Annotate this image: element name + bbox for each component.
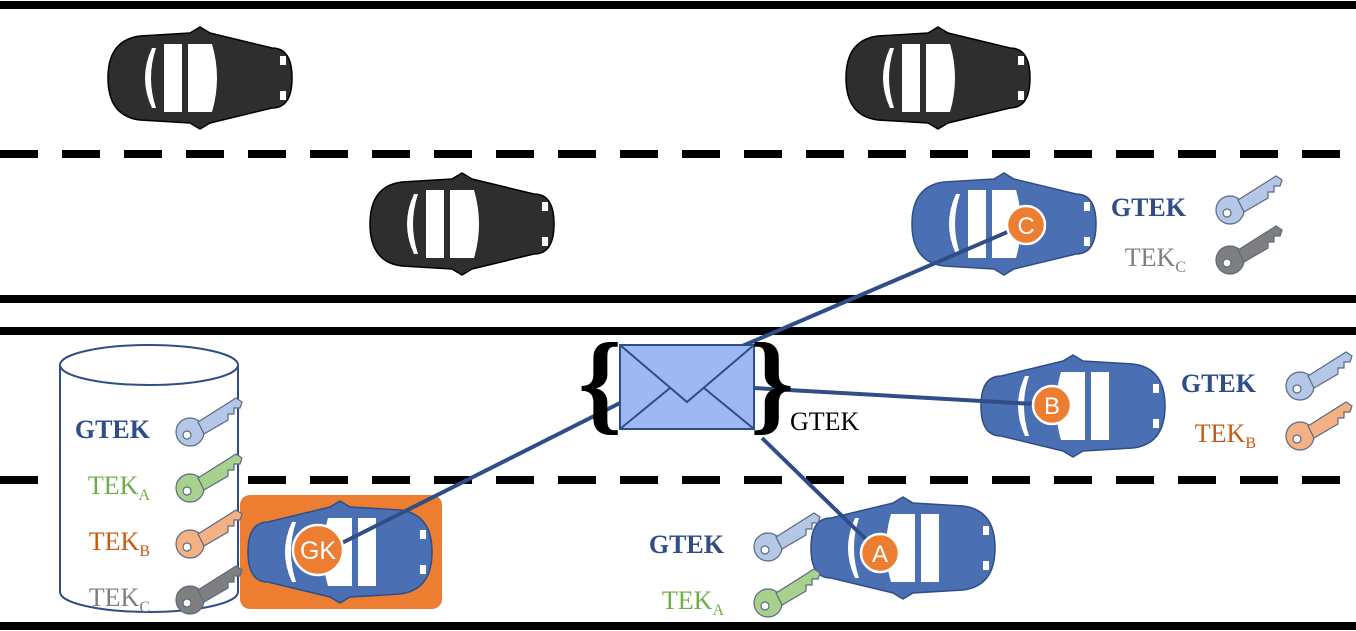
key-icon (175, 397, 243, 447)
key-icon (753, 568, 821, 618)
node-a-label: A (872, 541, 888, 568)
message-label: GTEK (790, 407, 860, 436)
database-key-label: TEKB (89, 527, 150, 560)
node-gk: GK (291, 523, 345, 577)
envelope-icon (619, 344, 755, 430)
close-brace: } (750, 321, 794, 445)
open-brace: { (578, 321, 622, 445)
key-rows: GTEK TEKA TEKB TEKC GTEK TEKC GTEK TEKB GTEK TEKA (75, 175, 1353, 619)
key-icon (175, 453, 243, 503)
node-a: A (859, 532, 901, 574)
vehicle-c-key-label: GTEK (1111, 193, 1187, 222)
key-icon (1285, 351, 1353, 401)
node-b-label: B (1044, 393, 1060, 420)
database-key-label: TEKC (89, 583, 150, 616)
node-gk-label: GK (300, 537, 336, 565)
database-key-label: TEKA (88, 471, 151, 504)
distribution-links (327, 222, 1052, 554)
vehicle-c (911, 172, 1097, 276)
vehicle-b (980, 354, 1166, 458)
vehicle-a-key-label: GTEK (649, 530, 725, 559)
dark-car (107, 26, 293, 130)
key-icon (175, 565, 243, 615)
node-c-label: C (1017, 213, 1034, 240)
link-gk-envelope (327, 400, 623, 552)
database-key-label: GTEK (75, 415, 151, 444)
link-envelope-c (739, 222, 1027, 349)
link-envelope-b (753, 386, 1052, 407)
gtek-message: { } GTEK (578, 321, 860, 445)
dark-car (845, 26, 1031, 130)
vehicle-b-key-label: TEKB (1195, 419, 1256, 452)
key-icon (1285, 401, 1353, 451)
link-envelope-a (760, 436, 881, 554)
key-icon (175, 509, 243, 559)
key-icon (1215, 225, 1283, 275)
dark-car (369, 172, 555, 276)
node-c: C (1005, 204, 1047, 246)
key-icon (1215, 175, 1283, 225)
node-b: B (1031, 384, 1073, 426)
vehicle-a (810, 496, 996, 600)
vehicle-c-key-label: TEKC (1125, 243, 1186, 276)
key-icon (753, 512, 821, 562)
vehicle-a-key-label: TEKA (662, 586, 725, 619)
vehicle-b-key-label: GTEK (1181, 369, 1257, 398)
